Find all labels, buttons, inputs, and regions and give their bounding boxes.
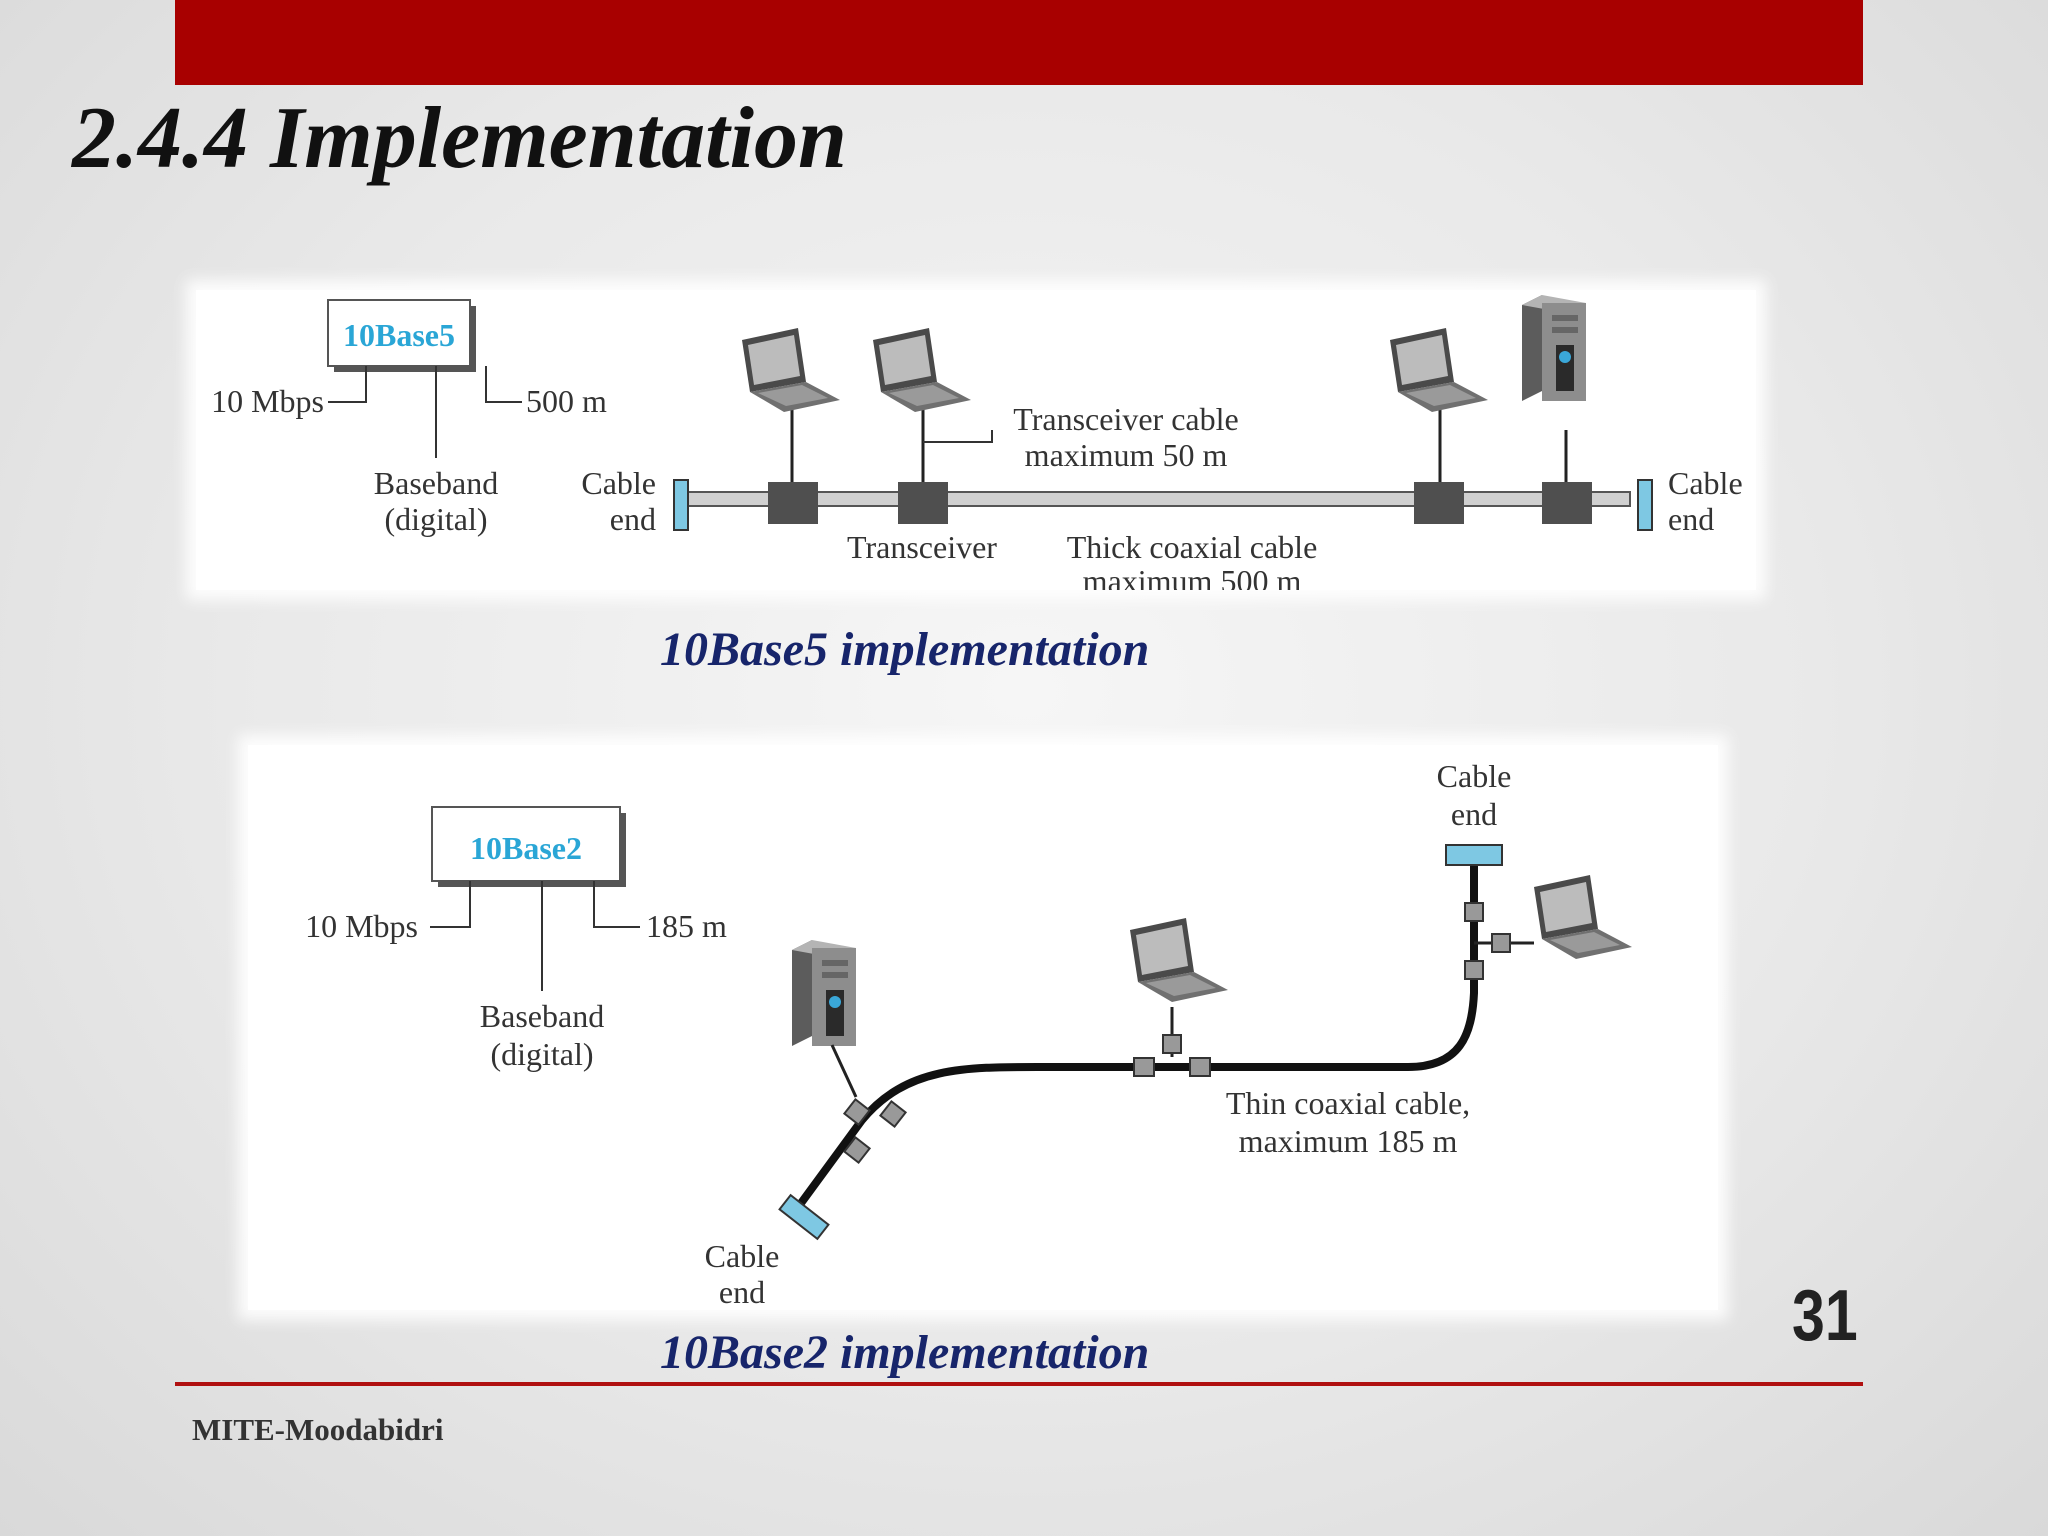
footer-rule [175, 1382, 1863, 1386]
transceiver [768, 482, 818, 524]
t-connector [842, 1097, 872, 1127]
caption-10base2: 10Base2 implementation [660, 1326, 1150, 1379]
cable-end-label-right-line2: end [1668, 501, 1714, 537]
distance-leader [485, 366, 522, 403]
laptop-icon [1390, 328, 1488, 412]
rate-leader [430, 881, 471, 928]
transceiver-cable-label-line1: Transceiver cable [1013, 401, 1238, 437]
signal-label-line2: (digital) [384, 501, 487, 537]
rate-leader [328, 366, 367, 403]
cable-end-label-left-line2: end [610, 501, 656, 537]
coax-label-line1: Thin coaxial cable, [1226, 1085, 1470, 1121]
t-connector [1491, 933, 1511, 953]
standard-box [431, 806, 621, 882]
drop-cable [830, 1044, 858, 1098]
thick-coaxial-cable [683, 491, 1631, 507]
slide-title: 2.4.4 Implementation [72, 90, 847, 187]
diagram-10base5: 10Base5 10 Mbps 500 m Baseband (digital)… [196, 290, 1756, 590]
caption-10base5: 10Base5 implementation [660, 623, 1150, 676]
standard-label: 10Base2 [470, 830, 582, 866]
t-connector [1464, 902, 1484, 922]
signal-label-line2: (digital) [490, 1036, 593, 1072]
server-icon [792, 940, 856, 1046]
cable-end-label-right-line1: Cable [1668, 465, 1743, 501]
coax-label-line1: Thick coaxial cable [1067, 529, 1318, 565]
title-bar [175, 0, 1863, 85]
standard-box [327, 299, 471, 367]
laptop-icon [873, 328, 971, 412]
footer-institution: MITE-Moodabidri [192, 1412, 444, 1447]
laptop-icon [742, 328, 840, 412]
distance-label: 185 m [646, 908, 727, 944]
cable-end-label-left-line1: Cable [581, 465, 656, 501]
signal-label-line1: Baseband [480, 998, 604, 1034]
t-connector [1189, 1057, 1211, 1077]
coax-label-line2: maximum 500 m [1083, 563, 1302, 590]
server-icon [1522, 295, 1586, 401]
cable-end-label-bottom-line1: Cable [705, 1238, 780, 1274]
transceiver-cable-leader [923, 430, 993, 443]
transceiver-label: Transceiver [847, 529, 997, 565]
rate-label: 10 Mbps [211, 383, 324, 419]
diagram-10base2: 10Base2 10 Mbps 185 m Baseband (digital) [248, 745, 1718, 1310]
distance-label: 500 m [526, 383, 607, 419]
coax-label-line2: maximum 185 m [1239, 1123, 1458, 1159]
cable-end-label-top-line2: end [1451, 796, 1497, 832]
t-connector [1464, 960, 1484, 980]
transceiver [1414, 482, 1464, 524]
rate-label: 10 Mbps [305, 908, 418, 944]
thin-coaxial-cable [792, 861, 1478, 1214]
t-connector [842, 1135, 872, 1165]
signal-label-line1: Baseband [374, 465, 498, 501]
cable-end-label-bottom-line2: end [719, 1274, 765, 1310]
transceiver-cable-label-line2: maximum 50 m [1025, 437, 1228, 473]
cable-end-label-top-line1: Cable [1437, 758, 1512, 794]
cable-end-top [1445, 844, 1503, 866]
laptop-icon [1130, 918, 1228, 1002]
transceiver [898, 482, 948, 524]
page-number: 31 [1792, 1276, 1858, 1356]
cable-end-left [673, 479, 689, 531]
diagram-10base5-svg: 10Base5 10 Mbps 500 m Baseband (digital)… [211, 295, 1743, 590]
standard-label: 10Base5 [343, 317, 455, 353]
distance-leader [593, 881, 640, 928]
t-connector [1162, 1034, 1182, 1054]
laptop-icon [1534, 875, 1632, 959]
t-connector [878, 1099, 908, 1129]
t-connector [1133, 1057, 1155, 1077]
diagram-10base2-svg: 10Base2 10 Mbps 185 m Baseband (digital) [305, 758, 1632, 1310]
transceiver [1542, 482, 1592, 524]
cable-end-right [1637, 479, 1653, 531]
cable-end-bottom [778, 1193, 830, 1241]
